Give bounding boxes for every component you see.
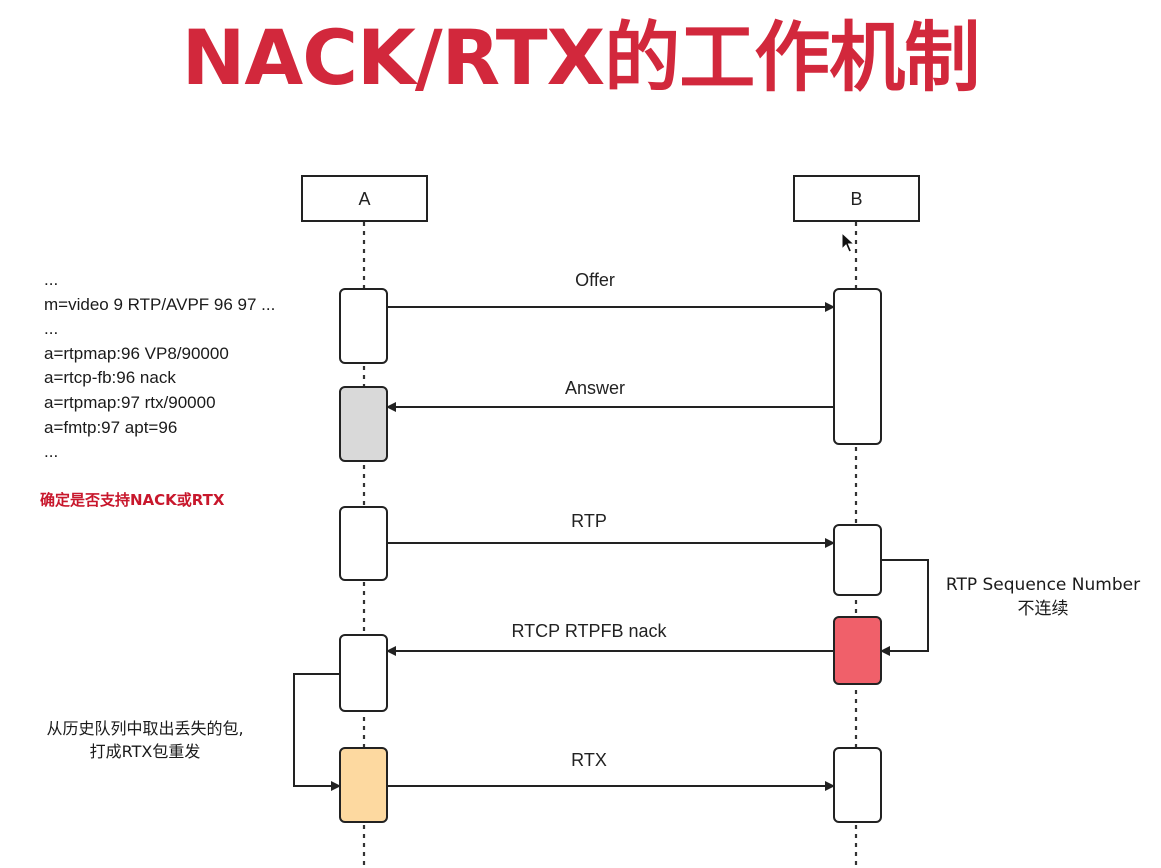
note-seq-gap-line2: 不连续 bbox=[1017, 599, 1069, 619]
sdp-line: m=video 9 RTP/AVPF 96 97 ... bbox=[44, 294, 276, 314]
activation-b-nack bbox=[833, 616, 882, 685]
message-answer: Answer bbox=[386, 378, 834, 412]
note-retransmit-line2: 打成RTX包重发 bbox=[89, 742, 201, 761]
sdp-line: a=fmtp:97 apt=96 bbox=[44, 417, 178, 437]
sdp-block: ... m=video 9 RTP/AVPF 96 97 ... ... a=r… bbox=[44, 268, 275, 465]
participant-b: B bbox=[793, 175, 920, 222]
sdp-line: a=rtcp-fb:96 nack bbox=[44, 368, 176, 388]
participant-b-label: B bbox=[850, 189, 862, 209]
activation-a-answer bbox=[339, 386, 388, 462]
activation-a-rtx bbox=[339, 747, 388, 823]
activation-a-rtp bbox=[339, 506, 388, 581]
participant-a-label: A bbox=[358, 189, 370, 209]
activation-b-rtp bbox=[833, 524, 882, 596]
activation-b-rtx bbox=[833, 747, 882, 823]
message-rtx: RTX bbox=[387, 750, 835, 791]
participant-a: A bbox=[301, 175, 428, 222]
self-message-seq-gap bbox=[880, 559, 929, 656]
note-support-check: 确定是否支持NACK或RTX bbox=[40, 491, 225, 509]
message-rtp-label: RTP bbox=[571, 511, 607, 531]
note-seq-gap-line1: RTP Sequence Number bbox=[945, 575, 1141, 595]
sdp-line: ... bbox=[44, 270, 59, 289]
self-message-retransmit bbox=[293, 673, 341, 791]
activation-b-offer-answer bbox=[833, 288, 882, 445]
note-seq-gap: RTP Sequence Number 不连续 bbox=[928, 573, 1158, 621]
activation-a-offer bbox=[339, 288, 388, 364]
sdp-line: a=rtpmap:96 VP8/90000 bbox=[44, 343, 229, 363]
mouse-cursor-icon bbox=[841, 231, 856, 253]
message-offer: Offer bbox=[387, 270, 835, 312]
message-answer-label: Answer bbox=[565, 378, 625, 398]
sdp-line: ... bbox=[44, 442, 59, 462]
message-offer-label: Offer bbox=[575, 270, 615, 290]
message-nack: RTCP RTPFB nack bbox=[386, 621, 834, 656]
message-rtp: RTP bbox=[387, 511, 835, 548]
note-retransmit-line1: 从历史队列中取出丢失的包, bbox=[46, 719, 244, 738]
sdp-line: ... bbox=[44, 319, 59, 339]
activation-a-nack bbox=[339, 634, 388, 712]
message-rtx-label: RTX bbox=[571, 750, 607, 770]
sdp-line: a=rtpmap:97 rtx/90000 bbox=[44, 392, 216, 412]
page-title: NACK/RTX的工作机制 bbox=[181, 13, 980, 102]
message-nack-label: RTCP RTPFB nack bbox=[511, 621, 667, 641]
note-retransmit: 从历史队列中取出丢失的包, 打成RTX包重发 bbox=[10, 717, 280, 763]
